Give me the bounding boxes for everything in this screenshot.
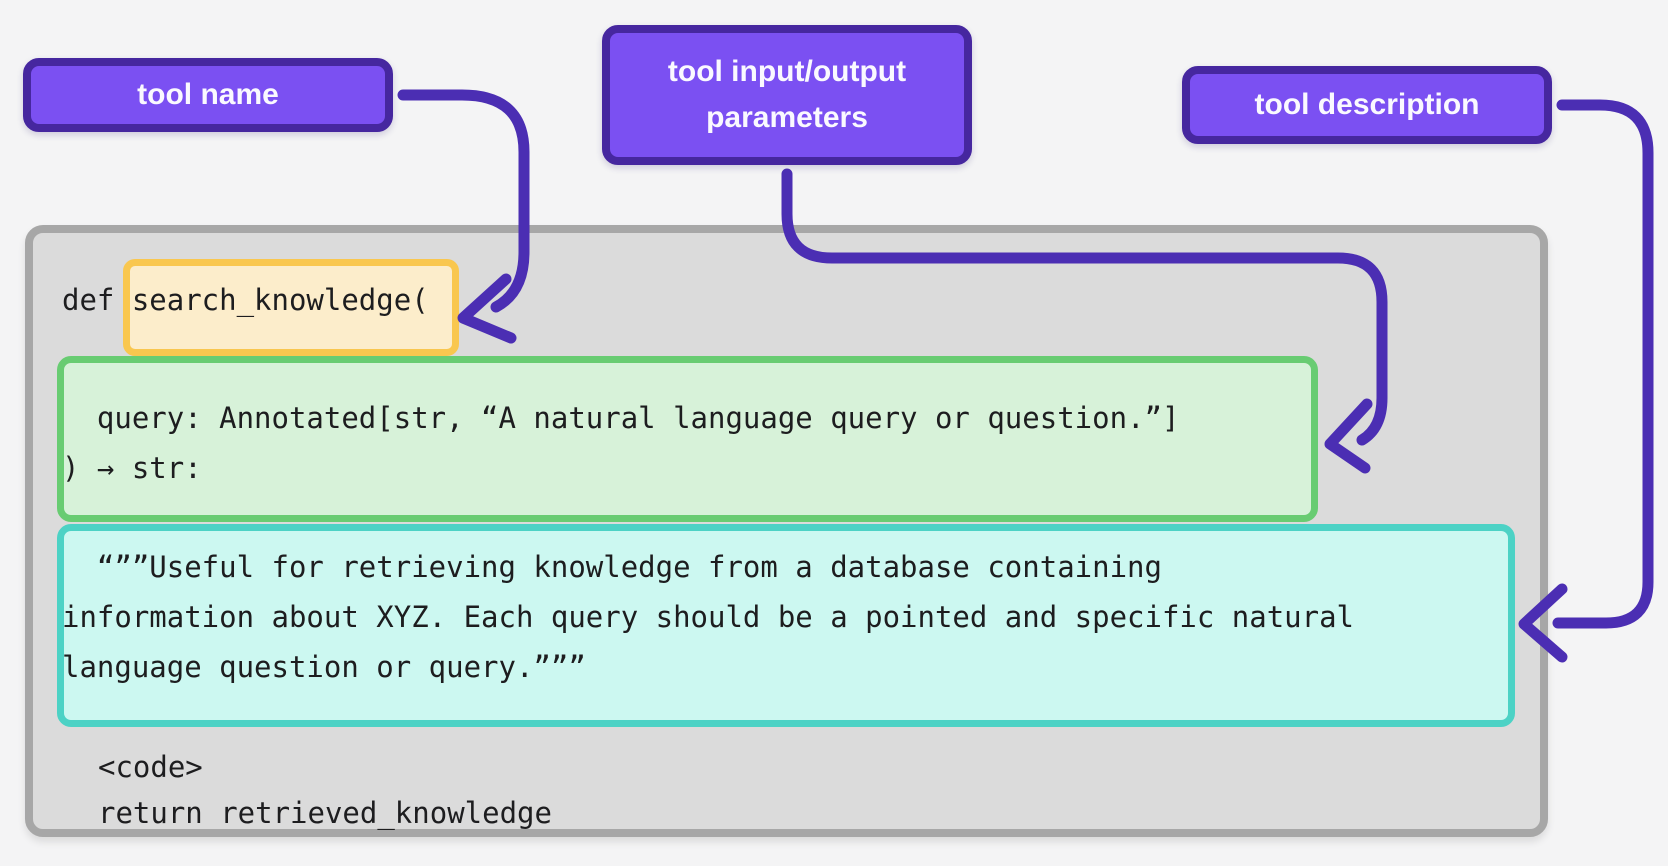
code-line-query-param: query: Annotated[str, “A natural languag… <box>62 401 1180 435</box>
tool-params-highlight-box <box>57 356 1318 522</box>
tool-name-label: tool name <box>23 58 393 132</box>
tool-description-label: tool description <box>1182 66 1552 144</box>
code-line-return-statement: return retrieved_knowledge <box>98 796 552 830</box>
code-line-code-placeholder: <code> <box>98 750 203 784</box>
code-line-docstring-2: information about XYZ. Each query should… <box>62 600 1355 634</box>
tool-params-label: tool input/output parameters <box>602 25 972 165</box>
tool-description-highlight-box <box>57 524 1515 727</box>
code-line-def: def search_knowledge( <box>62 283 429 317</box>
code-line-docstring-1: “””Useful for retrieving knowledge from … <box>62 550 1162 584</box>
code-line-return-type: ) → str: <box>62 451 202 485</box>
code-line-docstring-3: language question or query.””” <box>62 650 586 684</box>
